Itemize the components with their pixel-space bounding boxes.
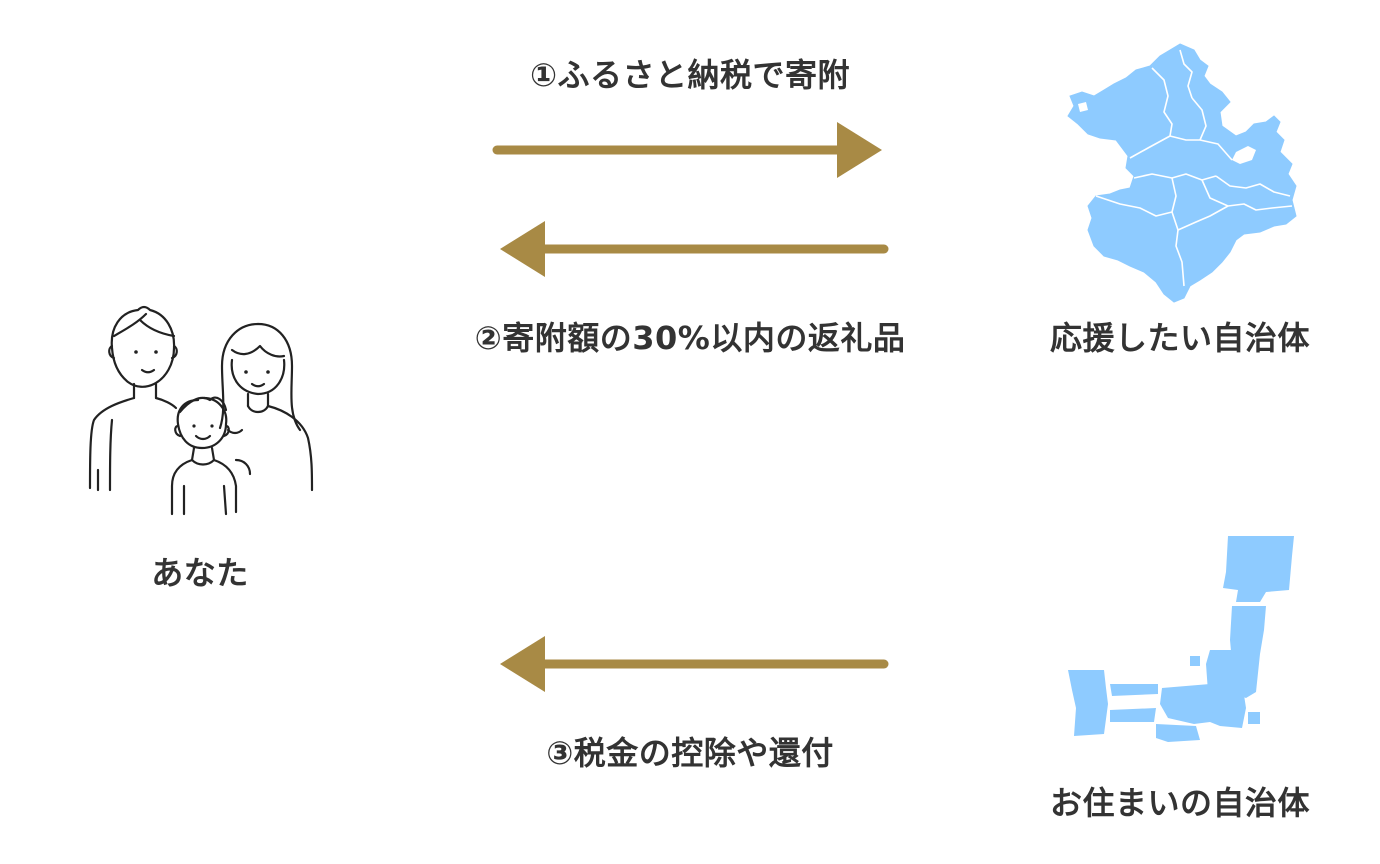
step-3-label: ③税金の控除や還付 [546,734,834,772]
kyushu-region-map-icon [1067,43,1297,303]
actor-residence-municipality-label: お住まいの自治体 [1049,784,1310,822]
step-1-label: ①ふるさと納税で寄附 [529,56,851,94]
arrow-left-icon [500,636,889,692]
japan-map-icon [1068,536,1294,742]
family-illustration-icon [88,305,314,516]
step-2-label: ②寄附額の30%以内の返礼品 [474,319,906,357]
actor-you-label: あなた [151,554,249,592]
arrow-left-icon [500,221,889,277]
arrow-right-icon [492,122,882,178]
actor-supported-municipality-label: 応援したい自治体 [1049,319,1310,357]
